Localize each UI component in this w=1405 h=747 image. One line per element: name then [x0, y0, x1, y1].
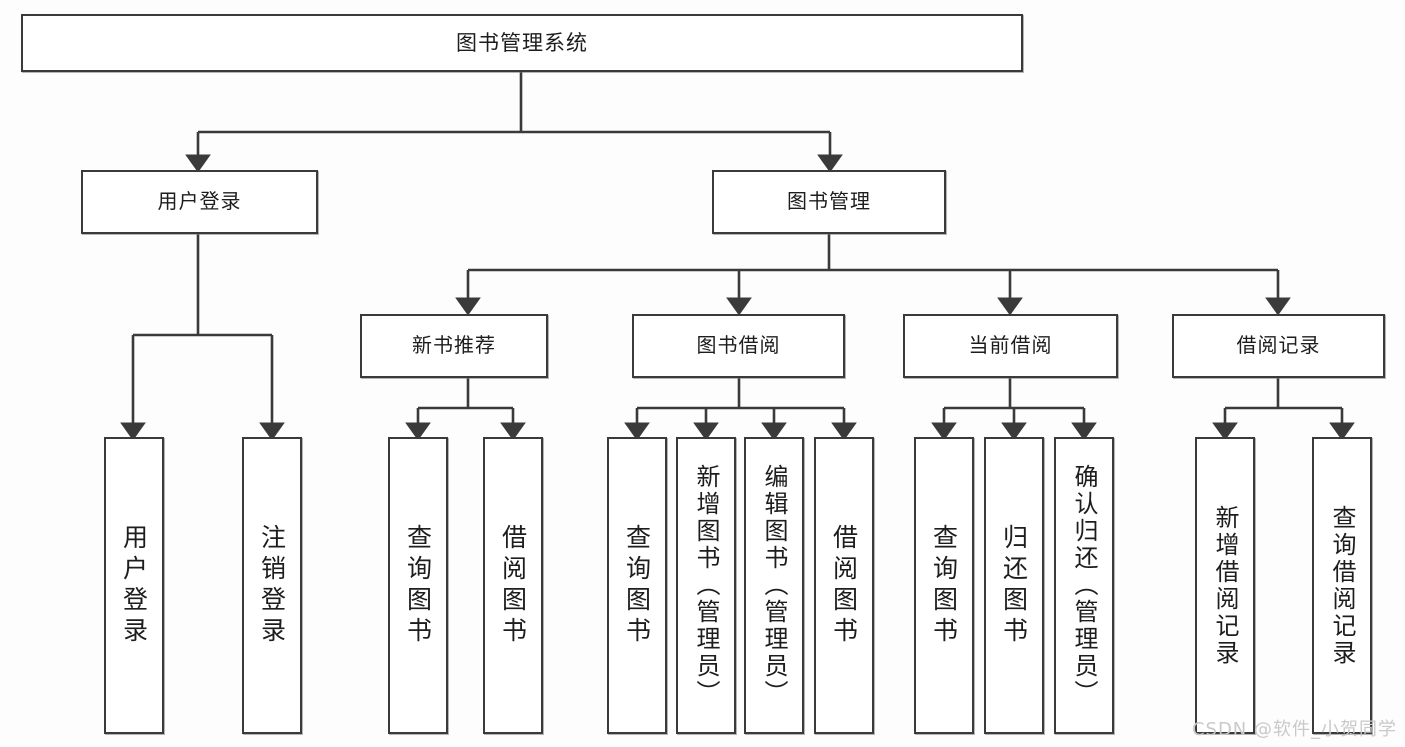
- node-book-borrow-label: 图书借阅: [696, 333, 781, 358]
- node-leaf-add-record-label: 新增借阅记录: [1211, 504, 1239, 667]
- node-leaf-borrow-book-1-label: 借阅图书: [498, 523, 528, 648]
- node-leaf-query-book-3[interactable]: 查询图书: [914, 437, 974, 734]
- node-leaf-borrow-book-1[interactable]: 借阅图书: [483, 437, 543, 734]
- node-leaf-edit-book[interactable]: 编辑图书（管理员）: [744, 437, 804, 734]
- node-leaf-edit-book-label: 编辑图书（管理员）: [760, 464, 788, 707]
- node-leaf-user-login-label: 用户登录: [119, 523, 149, 648]
- node-leaf-query-book-2-label: 查询图书: [622, 523, 652, 648]
- node-new-book-rec[interactable]: 新书推荐: [360, 314, 548, 378]
- node-leaf-query-book-1-label: 查询图书: [403, 523, 433, 648]
- node-root-label: 图书管理系统: [456, 30, 588, 55]
- node-borrow-record[interactable]: 借阅记录: [1172, 314, 1385, 378]
- node-leaf-borrow-book-2-label: 借阅图书: [829, 523, 859, 648]
- node-new-book-rec-label: 新书推荐: [412, 333, 496, 358]
- node-leaf-add-book-label: 新增图书（管理员）: [692, 464, 720, 707]
- node-user-login-label: 用户登录: [157, 189, 242, 214]
- node-leaf-confirm-return[interactable]: 确认归还（管理员）: [1054, 437, 1114, 734]
- node-leaf-add-record[interactable]: 新增借阅记录: [1195, 437, 1255, 734]
- node-book-manage-label: 图书管理: [787, 189, 871, 214]
- node-root[interactable]: 图书管理系统: [21, 14, 1023, 72]
- node-current-borrow-label: 当前借阅: [968, 333, 1053, 358]
- node-leaf-return-book[interactable]: 归还图书: [984, 437, 1044, 734]
- node-user-login[interactable]: 用户登录: [81, 170, 318, 234]
- node-leaf-add-book[interactable]: 新增图书（管理员）: [676, 437, 736, 734]
- node-leaf-confirm-return-label: 确认归还（管理员）: [1070, 464, 1098, 707]
- node-leaf-user-logout-label: 注销登录: [257, 523, 287, 648]
- node-leaf-query-book-1[interactable]: 查询图书: [388, 437, 448, 734]
- node-leaf-user-logout[interactable]: 注销登录: [242, 437, 302, 734]
- node-leaf-query-book-2[interactable]: 查询图书: [607, 437, 667, 734]
- node-current-borrow[interactable]: 当前借阅: [903, 314, 1118, 378]
- watermark: CSDN @软件_小贺同学: [1191, 719, 1397, 740]
- node-leaf-query-record[interactable]: 查询借阅记录: [1312, 437, 1372, 734]
- node-leaf-query-record-label: 查询借阅记录: [1328, 504, 1356, 667]
- node-leaf-query-book-3-label: 查询图书: [929, 523, 959, 648]
- node-leaf-return-book-label: 归还图书: [999, 523, 1029, 648]
- node-borrow-record-label: 借阅记录: [1236, 333, 1321, 358]
- node-book-borrow[interactable]: 图书借阅: [632, 314, 845, 378]
- node-leaf-user-login[interactable]: 用户登录: [104, 437, 164, 734]
- node-leaf-borrow-book-2[interactable]: 借阅图书: [814, 437, 874, 734]
- node-book-manage[interactable]: 图书管理: [712, 170, 946, 234]
